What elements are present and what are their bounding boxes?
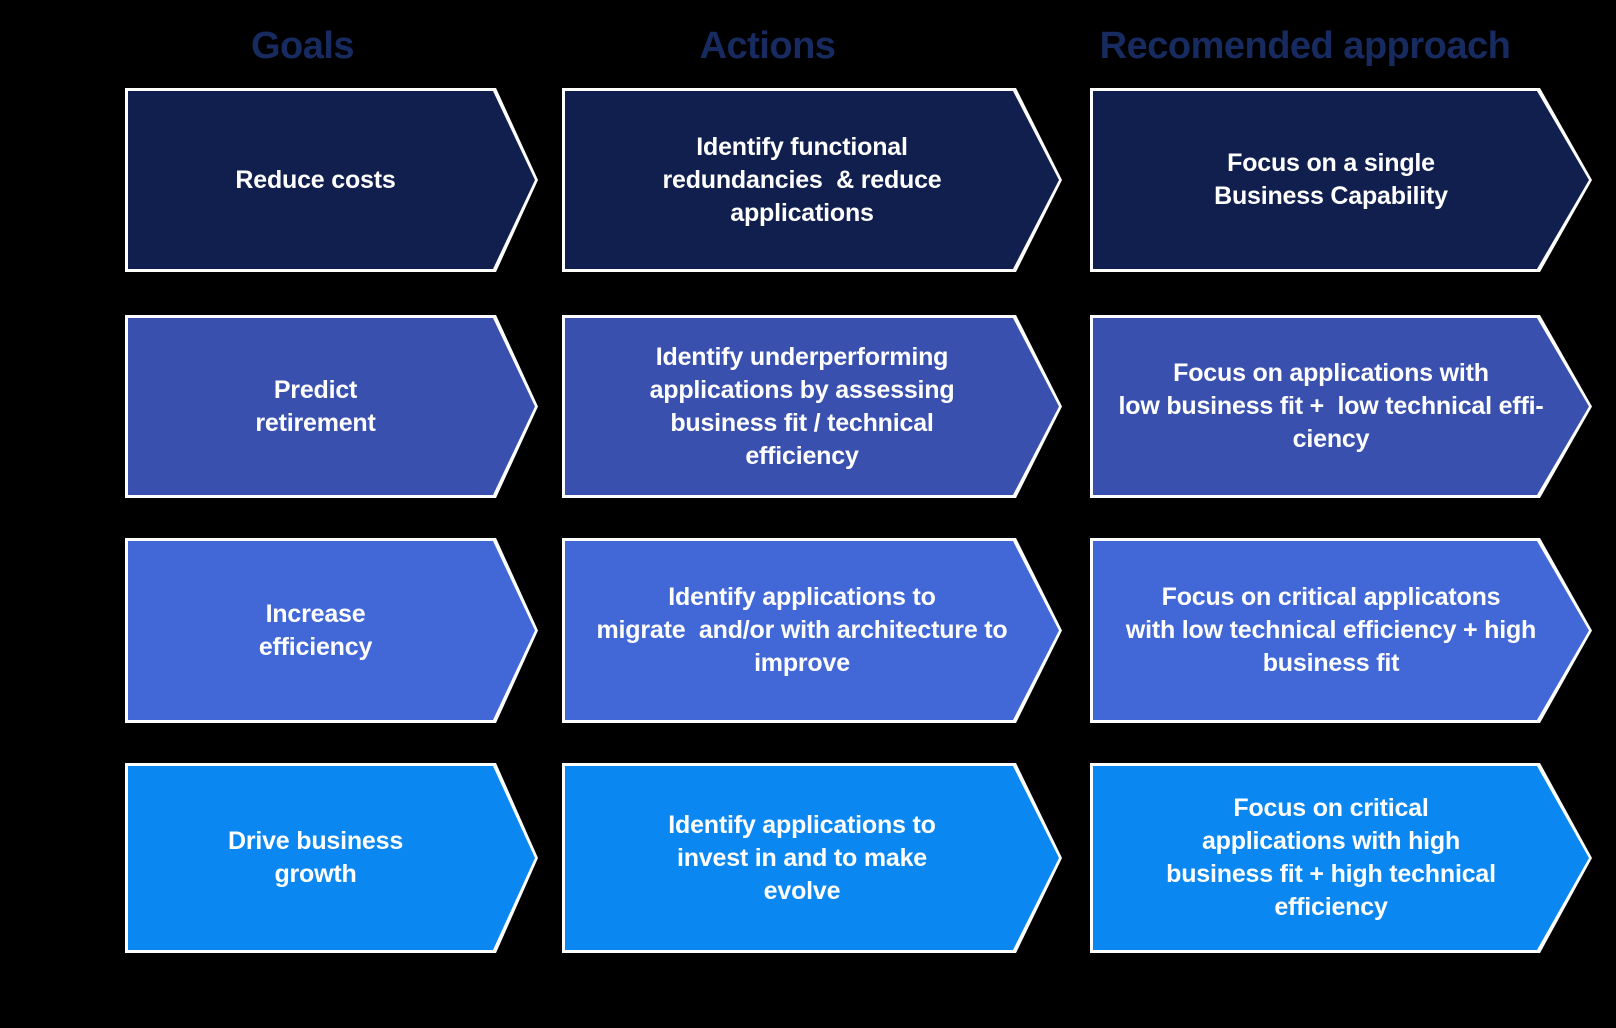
action-arrow-reduce-costs: Identify functional redundancies & reduc… [562,88,1062,272]
approach-arrow-predict-retirement: Focus on applications with low business … [1090,315,1592,498]
arrow-fill [1093,541,1589,720]
approach-label: Focus on critical applications with high… [1166,794,1496,921]
column-header-actions: Actions [699,25,836,67]
goal-arrow-predict-retirement: Predict retirement [125,315,538,498]
arrow-fill [565,541,1059,720]
approach-arrow-increase-efficiency: Focus on critical applicatons with low t… [1090,538,1592,723]
arrow-fill [565,766,1059,950]
action-arrow-increase-efficiency: Identify applications to migrate and/or … [562,538,1062,723]
action-label: Identify underperforming applications by… [649,342,955,470]
approach-arrow-reduce-costs: Focus on a single Business Capability [1090,88,1592,272]
action-label: Identify applications to invest in and t… [668,810,936,905]
approach-arrow-drive-business-growth: Focus on critical applications with high… [1090,763,1592,953]
approach-label: Focus on critical applicatons with low t… [1125,583,1537,677]
column-header-recommended-approach: Recomended approach [1099,25,1511,67]
arrow-fill [1093,766,1589,950]
arrow-fill [1093,318,1589,495]
action-arrow-predict-retirement: Identify underperforming applications by… [562,315,1062,498]
goal-arrow-increase-efficiency: Increase efficiency [125,538,538,723]
goal-label: Increase efficiency [258,599,373,661]
goal-label: Predict retirement [255,375,376,437]
goal-label: Reduce costs [235,165,396,194]
action-arrow-drive-business-growth: Identify applications to invest in and t… [562,763,1062,953]
arrow-fill [128,541,535,720]
column-header-goals: Goals [250,25,355,67]
arrow-fill [565,91,1059,269]
arrow-fill [565,318,1059,495]
goal-arrow-drive-business-growth: Drive business growth [125,763,538,953]
approach-label: Focus on applications with low business … [1118,359,1544,453]
arrow-fill [1093,91,1589,269]
arrow-fill [128,766,535,950]
goal-arrow-reduce-costs: Reduce costs [125,88,538,272]
goal-label: Drive business growth [227,827,404,888]
arrow-fill [128,91,535,269]
action-label: Identify functional redundancies & reduc… [662,132,942,227]
action-label: Identify applications to migrate and/or … [596,583,1008,677]
arrow-fill [128,318,535,495]
approach-label: Focus on a single Business Capability [1214,149,1448,210]
